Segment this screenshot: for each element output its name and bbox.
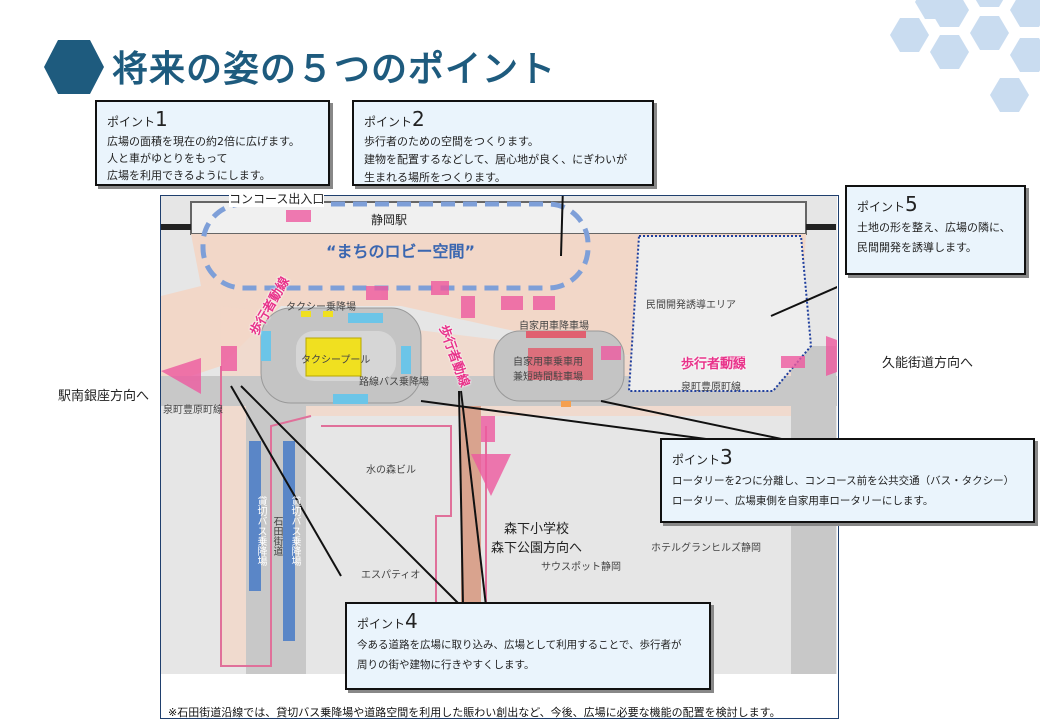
concourse-label: コンコース出入口 [229,190,325,207]
bus-stop-label: 路線バス乗降場 [359,377,429,388]
callout-point-4: ポイント4 今ある道路を広場に取り込み、広場として利用することで、歩行者が周りの… [345,602,711,690]
espatio-label: エスパティオ [361,570,421,581]
station-plaza-map: コンコース出入口 静岡駅 “まちのロビー空間” タクシー乗降場 タクシープール … [160,190,839,719]
private-ride-label: 自家用車乗車用 [513,357,583,368]
ishida-label: 石田街道 [271,516,282,556]
callout-point-5: ポイント5 土地の形を整え、広場の隣に、民間開発を誘導します。 [845,185,1026,275]
point-text: ロータリー、広場東側を自家用車ロータリーにします。 [672,495,934,507]
page-title: 将来の姿の５つのポイント [112,49,557,90]
point-text: 人と車がゆとりをもって [107,152,228,165]
direction-down-line2: 森下公園方向へ [491,541,583,556]
point-label: ポイント [107,115,156,129]
point-text: 広場の面積を現在の約2倍に広げます。 [107,135,300,148]
callout-point-3: ポイント3 ロータリーを2つに分離し、コンコース前を公共交通（バス・タクシー） ロ… [660,438,1035,523]
direction-right: 久能街道方向へ [882,356,974,371]
point-number: 2 [412,107,425,131]
taxi-stop-label: タクシー乗降場 [286,302,356,313]
point-label: ポイント [857,200,906,214]
point-text: 建物を配置するなどして、居心地が良く、にぎわいが [364,153,628,166]
point-label: ポイント [672,453,721,467]
point-text: ロータリーを2つに分離し、コンコース前を公共交通（バス・タクシー） [672,475,1015,487]
taxi-pool-label: タクシープール [301,355,371,366]
footnote: ※石田街道沿線では、貸切バス乗降場や道路空間を利用した賑わい創出など、今後、広場… [168,706,781,719]
sauspot-label: サウスポット静岡 [541,562,621,573]
point-text: 周りの街や建物に行きやすくします。 [357,659,535,671]
callout-point-2: ポイント2 歩行者のための空間をつくります。建物を配置するなどして、居心地が良く… [352,100,654,186]
point-number: 4 [405,609,418,633]
lobby-label: “まちのロビー空間” [326,242,476,261]
road-izumi-left: 泉町豊原町線 [163,405,223,416]
title-hexagon-icon [44,40,104,94]
walkway-label-right: 歩行者動線 [681,357,747,372]
road-izumi-right: 泉町豊原町線 [681,382,741,393]
point-text: 土地の形を整え、広場の隣に、 [857,221,1011,234]
charter-bus-label-1: 貸切バス乗降場 [255,496,266,566]
point-label: ポイント [364,115,413,129]
point-number: 3 [720,445,733,469]
direction-down: 森下小学校 森下公園方向へ [491,518,582,556]
short-park-label: 兼短時間駐車場 [513,372,583,383]
point-text: 歩行者のための空間をつくります。 [364,135,539,148]
point-text: 生まれる場所をつくります。 [364,171,506,184]
point-number: 5 [905,192,918,216]
dev-area-label: 民間開発誘導エリア [646,300,736,311]
hexagon-decoration [890,0,1040,112]
point-label: ポイント [357,617,406,631]
point-text: 今ある道路を広場に取り込み、広場として利用することで、歩行者が [357,639,682,651]
direction-left: 駅南銀座方向へ [58,389,150,404]
callout-point-1: ポイント1 広場の面積を現在の約2倍に広げます。人と車がゆとりをもって広場を利用… [95,100,330,186]
private-drop-label: 自家用車降車場 [519,321,589,332]
station-label: 静岡駅 [371,213,408,227]
direction-down-line1: 森下小学校 [504,522,570,537]
point-text: 広場を利用できるようにします。 [107,169,271,182]
mizunomori-label: 水の森ビル [366,465,416,476]
point-number: 1 [155,107,168,131]
charter-bus-label-2: 貸切バス乗降場 [289,496,300,566]
hotel-label: ホテルグランヒルズ静岡 [651,543,761,554]
point-text: 民間開発を誘導します。 [857,241,977,254]
